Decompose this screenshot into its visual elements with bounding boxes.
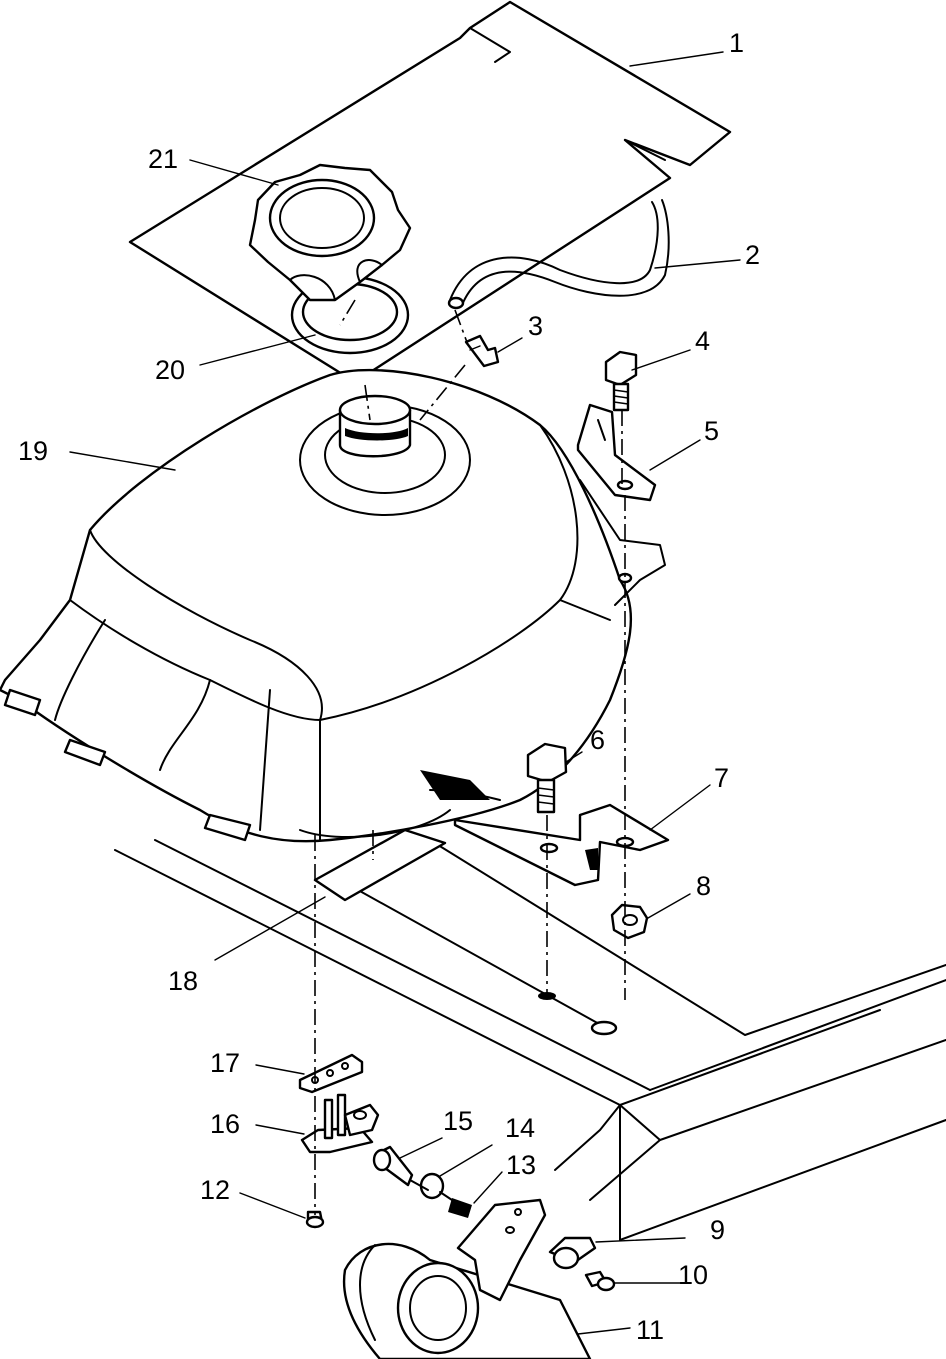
frame-hole <box>538 992 556 1000</box>
callout-3: 3 <box>528 311 544 341</box>
callout-6: 6 <box>590 725 606 755</box>
part-9-valve-knob <box>456 1198 597 1302</box>
part-3-vent-fitting <box>464 334 500 368</box>
part-2-vent-hose <box>447 199 670 310</box>
callout-15: 15 <box>443 1106 474 1136</box>
callout-20: 20 <box>155 355 186 385</box>
part-13-spring <box>439 1191 472 1218</box>
callout-4: 4 <box>695 326 711 356</box>
callout-10: 10 <box>678 1260 709 1290</box>
part-18-pad <box>313 828 447 902</box>
part-19-fuel-tank <box>0 368 666 843</box>
part-12-screw <box>305 1210 325 1229</box>
part-17-plate <box>298 1053 364 1094</box>
part-7-mount-bracket <box>453 803 670 887</box>
callout-9: 9 <box>710 1215 726 1245</box>
assembly-centerlines <box>314 299 626 1215</box>
part-8-nut <box>610 903 649 940</box>
part-5-bracket <box>576 403 657 502</box>
frame-hole <box>590 1020 618 1036</box>
part-1-pad <box>128 0 732 384</box>
callout-17: 17 <box>210 1048 241 1078</box>
callout-13: 13 <box>506 1150 537 1180</box>
callout-7: 7 <box>714 763 730 793</box>
callout-19: 19 <box>18 436 49 466</box>
part-11-frame-tube <box>342 1242 592 1359</box>
callout-5: 5 <box>704 416 720 446</box>
part-4-bolt <box>604 350 638 412</box>
callout-16: 16 <box>210 1109 241 1139</box>
callout-11: 11 <box>636 1315 665 1345</box>
callout-8: 8 <box>696 871 712 901</box>
callout-2: 2 <box>745 240 761 270</box>
callout-14: 14 <box>505 1113 536 1143</box>
part-6-bolt <box>526 742 568 814</box>
callout-1: 1 <box>729 28 745 58</box>
frame-rails <box>114 839 946 1241</box>
part-21-fuel-cap <box>248 163 412 302</box>
filler-neck <box>338 394 412 458</box>
part-15-valve-stem <box>372 1145 414 1187</box>
callout-21: 21 <box>148 144 179 174</box>
leader-lines <box>69 51 741 1335</box>
part-16-fuel-valve <box>300 1093 380 1154</box>
part-10-screw <box>584 1270 616 1292</box>
part-14-washer <box>409 1172 445 1200</box>
callout-18: 18 <box>168 966 199 996</box>
callout-12: 12 <box>200 1175 231 1205</box>
